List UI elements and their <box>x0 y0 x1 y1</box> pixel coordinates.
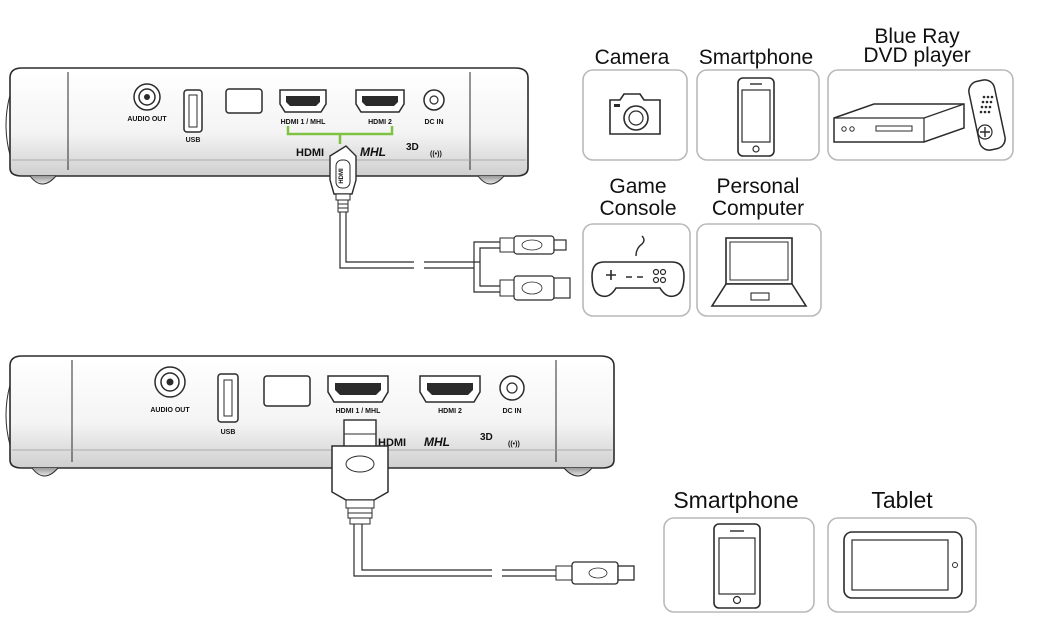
ir-sensor-window <box>225 88 263 114</box>
hdmi2-port <box>355 89 405 113</box>
usb-port <box>183 89 203 133</box>
mini-hdmi-plug <box>499 235 567 255</box>
hdmi1-label: HDMI 1 / MHL <box>336 408 381 415</box>
bottom-mhl-cable <box>331 419 635 585</box>
usb-label: USB <box>186 137 201 144</box>
camera-box <box>582 69 688 161</box>
hdmi2-label: HDMI 2 <box>368 119 392 126</box>
bluray-label-line1: Blue Ray <box>874 25 960 48</box>
smartphone-box-top <box>696 69 820 161</box>
smartphone-label-top: Smartphone <box>699 46 813 69</box>
tablet-label: Tablet <box>871 487 933 513</box>
audio-out-label: AUDIO OUT <box>127 116 167 123</box>
hdmi1-label: HDMI 1 / MHL <box>281 119 326 126</box>
audio-out-port <box>154 366 186 398</box>
hdmi2-label: HDMI 2 <box>438 408 462 415</box>
hdmi2-port <box>419 375 481 403</box>
camera-icon <box>609 93 661 135</box>
game-console-label-line1: Game <box>609 175 666 198</box>
3d-logo: 3D <box>406 142 419 153</box>
audio-out-label: AUDIO OUT <box>150 407 190 414</box>
standard-hdmi-plug <box>499 275 571 301</box>
usb-port <box>217 373 239 423</box>
dc-in-port <box>499 375 525 401</box>
top-hdmi-cable: HDMI <box>329 145 571 301</box>
top-projector: AUDIO OUT USB HDMI 1 / MHL HDMI 2 DC IN <box>5 67 529 185</box>
bluray-box <box>827 69 1014 161</box>
hdmi1-port <box>279 89 327 113</box>
hdmi-logo: HDMI <box>296 147 324 159</box>
personal-computer-box <box>696 223 822 317</box>
usb-label: USB <box>221 429 236 436</box>
hdmi1-port <box>327 375 389 403</box>
game-console-label-line2: Console <box>599 197 676 220</box>
game-console-box <box>582 223 691 317</box>
bluray-label-line2: DVD player <box>863 44 970 67</box>
mhl-highlight-bracket <box>286 126 394 144</box>
remote-control-icon <box>968 79 1006 151</box>
bluray-player-icon <box>833 103 965 143</box>
laptop-icon <box>710 237 808 307</box>
3d-logo: 3D <box>480 432 493 443</box>
smartphone-icon <box>737 77 775 157</box>
ir-sensor-window <box>263 375 311 407</box>
micro-usb-plug <box>555 561 635 585</box>
dc-in-label: DC IN <box>502 408 521 415</box>
personal-computer-label-line2: Computer <box>712 197 804 220</box>
personal-computer-label-line1: Personal <box>717 175 800 198</box>
camera-label: Camera <box>595 46 670 69</box>
mhl-logo: MHL <box>360 145 386 159</box>
bottom-projector: AUDIO OUT USB HDMI 1 / MHL HDMI 2 DC IN … <box>5 355 615 477</box>
mhl-logo: MHL <box>424 435 450 449</box>
smartphone-box-bottom <box>663 517 815 613</box>
smartphone-icon <box>713 523 761 609</box>
dc-in-port <box>423 89 445 111</box>
wireless-icon: ((•)) <box>508 441 520 448</box>
audio-out-port <box>133 83 161 111</box>
tablet-box <box>827 517 977 613</box>
tablet-icon <box>843 531 963 599</box>
wireless-icon: ((•)) <box>430 151 442 158</box>
hdmi-connector-label: HDMI <box>339 168 345 184</box>
dc-in-label: DC IN <box>424 119 443 126</box>
gamepad-icon <box>591 235 685 298</box>
smartphone-label-bottom: Smartphone <box>673 487 798 513</box>
